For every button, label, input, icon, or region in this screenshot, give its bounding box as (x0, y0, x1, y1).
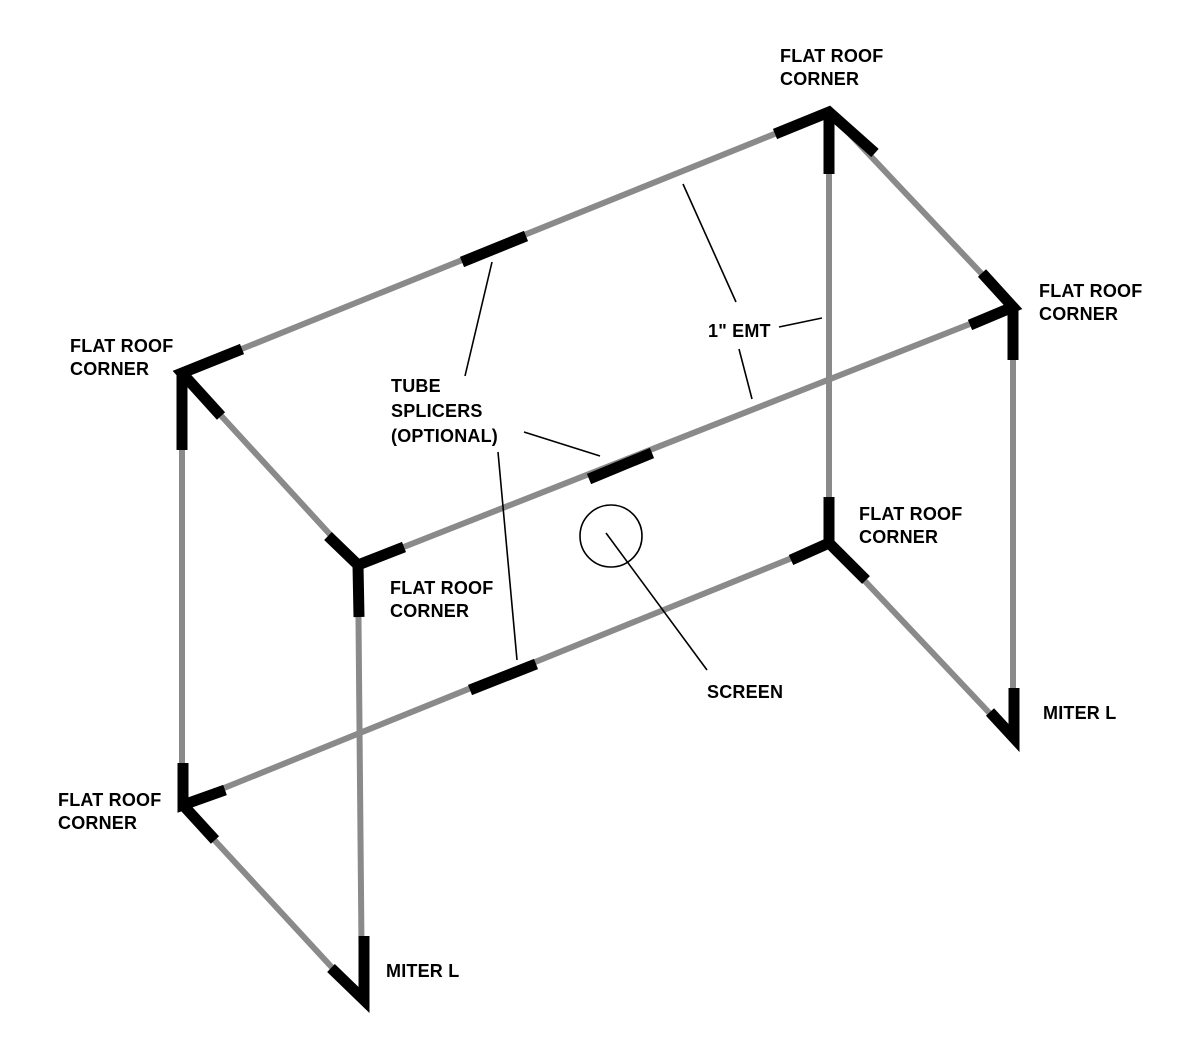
label-front-top-corner-line1: FLAT ROOF (390, 578, 493, 598)
miter-l-front (327, 936, 370, 1013)
label-left-top-corner-line2: CORNER (70, 359, 149, 379)
label-top-back-corner-line1: FLAT ROOF (780, 46, 883, 66)
label-top-back-corner-line2: CORNER (780, 69, 859, 89)
flat-roof-corner-top-back (772, 105, 879, 174)
leader-lines (464, 183, 823, 671)
label-emt: 1" EMT (708, 321, 771, 341)
tube-splicer-top-back (459, 230, 529, 268)
flat-roof-corner-left-bottom (177, 763, 227, 844)
leader-emt-top-back (682, 183, 737, 303)
label-left-bottom-corner-line1: FLAT ROOF (58, 790, 161, 810)
flat-roof-corner-right-top (967, 269, 1023, 360)
label-back-bottom-corner-line2: CORNER (859, 527, 938, 547)
tube-splicer-bottom-back (467, 658, 539, 696)
screen-circle (579, 504, 643, 568)
tube-post-front (355, 564, 365, 1001)
label-right-top-corner-line1: FLAT ROOF (1039, 281, 1142, 301)
fittings (172, 105, 1023, 1013)
label-tube-splicers-line3: (OPTIONAL) (391, 426, 498, 446)
label-miter-front: MITER L (386, 961, 459, 981)
leader-splicer-front (523, 431, 601, 457)
labels: FLAT ROOF CORNER FLAT ROOF CORNER FLAT R… (58, 46, 1142, 981)
label-front-top-corner-line2: CORNER (390, 601, 469, 621)
label-miter-right: MITER L (1043, 703, 1116, 723)
tube-splicer-top-front (586, 447, 655, 485)
leader-splicer-top (464, 261, 493, 377)
label-screen: SCREEN (707, 682, 783, 702)
label-tube-splicers-line2: SPLICERS (391, 401, 483, 421)
leader-emt-front (738, 348, 753, 400)
leader-splicer-bottom (497, 451, 518, 661)
tube-top-front (356, 304, 1015, 568)
label-right-top-corner-line2: CORNER (1039, 304, 1118, 324)
miter-l-right (985, 688, 1020, 753)
label-left-top-corner-line1: FLAT ROOF (70, 336, 173, 356)
label-left-bottom-corner-line2: CORNER (58, 813, 137, 833)
leader-emt-post (778, 317, 823, 328)
leader-screen (605, 532, 708, 671)
label-back-bottom-corner-line1: FLAT ROOF (859, 504, 962, 524)
flat-roof-corner-back-bottom (788, 497, 870, 584)
label-tube-splicers-line1: TUBE (391, 376, 441, 396)
emt-tubes (179, 109, 1016, 1003)
flat-roof-corner-front-top (324, 532, 407, 618)
flat-roof-corner-left-top (172, 343, 245, 450)
